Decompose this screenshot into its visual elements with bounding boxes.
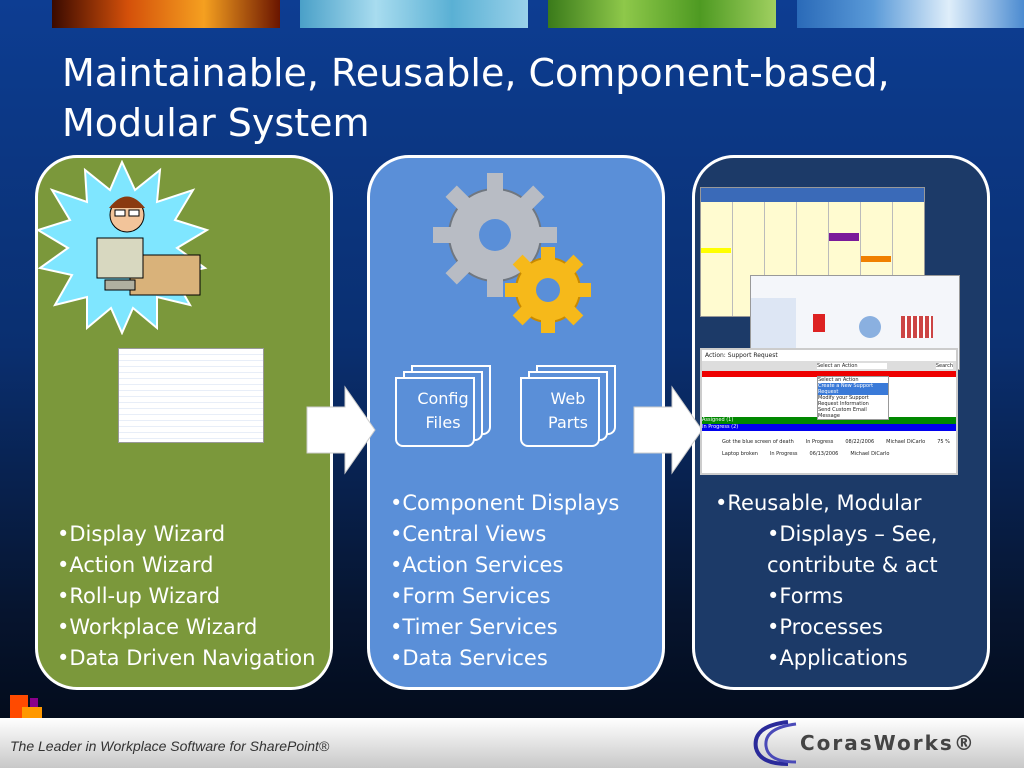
- bullet-item: •Form Services: [390, 584, 551, 608]
- grass-image: [548, 0, 776, 28]
- screenshot-title: Action: Support Request: [705, 352, 778, 359]
- option: Modify your Support Request Information: [818, 395, 869, 407]
- sky-image: [797, 0, 1024, 28]
- bullet-item: •Data Services: [390, 646, 548, 670]
- cell: Michael DiCarlo: [886, 439, 926, 445]
- tagline: The Leader in Workplace Software for Sha…: [10, 738, 330, 754]
- option: Send Custom Email Message: [818, 407, 867, 419]
- cell: Laptop broken: [722, 451, 758, 457]
- corasworks-logo-icon: [753, 720, 797, 766]
- bullet-item: •Roll-up Wizard: [57, 584, 221, 608]
- bullet-item: •Reusable, Modular: [715, 491, 922, 515]
- cell: In Progress: [805, 439, 834, 445]
- right-arrow-icon: [306, 385, 376, 475]
- cell: 75 %: [937, 439, 950, 445]
- bullet-item: contribute & act: [767, 553, 938, 577]
- search-button: Search: [935, 363, 953, 369]
- doc-label: Config: [417, 389, 469, 408]
- action-select: Select an Action: [817, 363, 887, 369]
- water-image: [300, 0, 528, 28]
- bullet-item: •Workplace Wizard: [57, 615, 258, 639]
- gears-icon: [433, 173, 591, 333]
- cell: 08/22/2006: [845, 439, 875, 445]
- bullet-item: •Timer Services: [390, 615, 558, 639]
- bullet-item: •Processes: [767, 615, 883, 639]
- bullet-item: •Component Displays: [390, 491, 620, 515]
- doc-label: Parts: [548, 413, 588, 432]
- bullet-item: •Display Wizard: [57, 522, 226, 546]
- brand-name: CorasWorks®: [800, 731, 976, 755]
- bullet-item: •Action Services: [390, 553, 564, 577]
- option: Select an Action: [818, 377, 859, 383]
- bullet-item: •Applications: [767, 646, 908, 670]
- group-in-progress: In Progress (2): [702, 424, 956, 431]
- cell: Got the blue screen of death: [722, 439, 794, 445]
- footer: The Leader in Workplace Software for Sha…: [0, 718, 1024, 768]
- bullet-item: •Forms: [767, 584, 844, 608]
- wizard-screenshot: [118, 348, 264, 443]
- option: Create a New Support Request: [818, 383, 888, 395]
- group-assigned: Assigned (1): [702, 417, 956, 424]
- cell: 06/13/2006: [809, 451, 839, 457]
- bullet-item: •Central Views: [390, 522, 547, 546]
- slide-title: Maintainable, Reusable, Component-based,…: [62, 51, 890, 145]
- bullet-item: •Action Wizard: [57, 553, 214, 577]
- wizards-bullet-list: •Display Wizard •Action Wizard •Roll-up …: [57, 519, 315, 674]
- doc-label: Web: [550, 389, 586, 408]
- cell: In Progress: [769, 451, 798, 457]
- bullet-item: •Data Driven Navigation: [57, 646, 316, 670]
- fire-image: [52, 0, 280, 28]
- starburst-user-icon: [35, 160, 210, 335]
- cell: Michael DiCarlo: [850, 451, 890, 457]
- bullet-item: •Displays – See,: [767, 522, 938, 546]
- doc-label: Files: [425, 413, 461, 432]
- components-bullet-list: •Component Displays •Central Views •Acti…: [390, 488, 619, 674]
- right-arrow-icon: [633, 385, 703, 475]
- action-support-screenshot: Action: Support Request Select an Action…: [700, 348, 958, 475]
- applications-bullet-list: •Reusable, Modular •Displays – See, cont…: [715, 488, 938, 674]
